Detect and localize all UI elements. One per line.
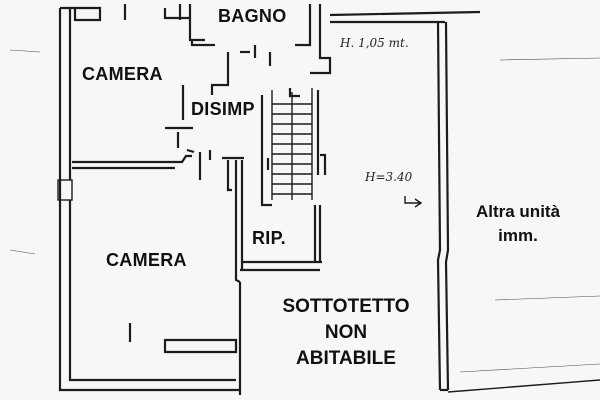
room-label-disimp: DISIMP <box>191 99 255 119</box>
height-note-high: H=3.40 <box>365 170 413 184</box>
room-label-camera-bottom: CAMERA <box>106 250 187 270</box>
background-texture <box>9 49 600 373</box>
wall-top-left <box>60 4 205 42</box>
room-label-bagno: BAGNO <box>218 6 287 26</box>
staircase <box>260 88 327 207</box>
bagno-walls <box>190 4 332 95</box>
room-label-camera-top: CAMERA <box>82 64 163 84</box>
room-label-rip: RIP. <box>252 228 286 248</box>
outer-wall-left <box>57 8 240 392</box>
adjacent-unit-label: Altra unità imm. <box>455 200 581 248</box>
wall-top-right <box>329 10 481 24</box>
adjacent-unit-line-2: imm. <box>498 226 538 245</box>
room-label-sottotetto: SOTTOTETTO NON ABITABILE <box>263 294 429 372</box>
door-marks <box>176 132 212 160</box>
wall-bottom <box>128 282 600 395</box>
wall-middle <box>72 85 202 180</box>
sottotetto-line-1: SOTTOTETTO <box>282 296 410 317</box>
rip-walls <box>222 156 322 283</box>
height-arrow-icon <box>404 196 423 208</box>
wall-right <box>436 21 450 391</box>
height-note-low: H. 1,05 mt. <box>340 36 409 50</box>
adjacent-unit-line-1: Altra unità <box>475 202 561 221</box>
sottotetto-line-3: ABITABILE <box>296 348 396 369</box>
sottotetto-line-2: NON <box>324 322 368 343</box>
